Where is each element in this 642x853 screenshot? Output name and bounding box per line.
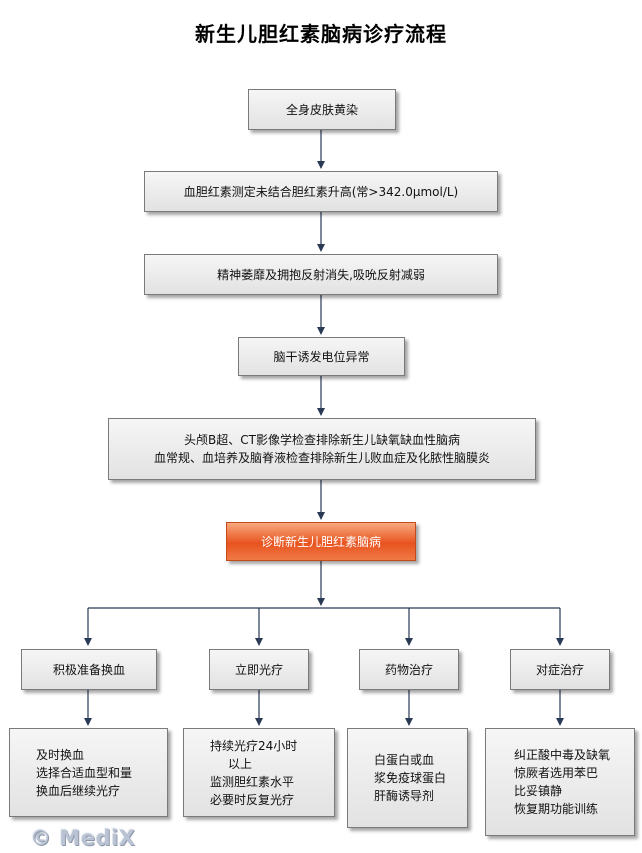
detail-line: 纠正酸中毒及缺氧: [514, 748, 611, 762]
detail-line: 比妥镇静: [514, 784, 563, 798]
step-label: 全身皮肤黄染: [285, 102, 358, 117]
step-bilirubin-test: 血胆红素测定未结合胆红素升高(常>342.0μmol/L): [144, 171, 498, 212]
step-skin-jaundice: 全身皮肤黄染: [248, 89, 396, 130]
exam-line-1: 头颅B超、CT影像学检查排除新生儿缺氧缺血性脑病: [184, 433, 460, 447]
detail-line: 必要时反复光疗: [210, 792, 295, 807]
detail-line: 持续光疗24小时: [210, 738, 298, 753]
branch-label: 药物治疗: [384, 662, 433, 677]
detail-line: 换血后继续光疗: [36, 783, 121, 798]
detail-phototherapy: 持续光疗24小时 以上 监测胆红素水平 必要时反复光疗: [183, 728, 335, 817]
medix-logo: © MediX: [30, 826, 136, 850]
step-reflex-loss: 精神萎靡及拥抱反射消失,吸吮反射减弱: [144, 254, 498, 295]
diagnosis-label: 诊断新生儿胆红素脑病: [260, 534, 381, 549]
detail-exchange-transfusion: 及时换血 选择合适血型和量 换血后继续光疗: [9, 728, 168, 817]
step-label: 精神萎靡及拥抱反射消失,吸吮反射减弱: [217, 267, 425, 282]
detail-line: 恢复期功能训练: [514, 802, 599, 816]
branch-label: 积极准备换血: [52, 662, 125, 677]
detail-line: 浆免疫球蛋白: [374, 771, 447, 785]
step-label: 血胆红素测定未结合胆红素升高(常>342.0μmol/L): [183, 184, 459, 199]
detail-line: 白蛋白或血: [374, 753, 435, 767]
page-title: 新生儿胆红素脑病诊疗流程: [195, 22, 447, 46]
exam-line-2: 血常规、血培养及脑脊液检查排除新生儿败血症及化脓性脑膜炎: [153, 451, 490, 465]
branch-phototherapy: 立即光疗: [209, 649, 309, 690]
branch-label: 立即光疗: [234, 662, 283, 677]
branch-drug-therapy: 药物治疗: [359, 649, 459, 690]
detail-line: 监测胆红素水平: [210, 774, 295, 789]
detail-line: 及时换血: [36, 747, 85, 762]
branch-symptomatic: 对症治疗: [510, 649, 610, 690]
diagnosis-box: 诊断新生儿胆红素脑病: [226, 522, 416, 561]
detail-line: 肝酶诱导剂: [374, 789, 435, 803]
branch-label: 对症治疗: [535, 662, 584, 677]
step-label: 脑干诱发电位异常: [273, 349, 370, 364]
detail-line: 惊厥者选用苯巴: [514, 766, 599, 780]
detail-line: 选择合适血型和量: [36, 765, 133, 780]
step-exclusion-exams: 头颅B超、CT影像学检查排除新生儿缺氧缺血性脑病 血常规、血培养及脑脊液检查排除…: [108, 418, 536, 480]
branch-exchange-transfusion: 积极准备换血: [21, 649, 157, 690]
detail-line: 以上: [228, 756, 253, 771]
detail-symptomatic: 纠正酸中毒及缺氧 惊厥者选用苯巴 比妥镇静 恢复期功能训练: [485, 728, 635, 836]
step-brainstem-potential: 脑干诱发电位异常: [238, 337, 405, 376]
detail-drug-therapy: 白蛋白或血 浆免疫球蛋白 肝酶诱导剂: [347, 728, 468, 828]
